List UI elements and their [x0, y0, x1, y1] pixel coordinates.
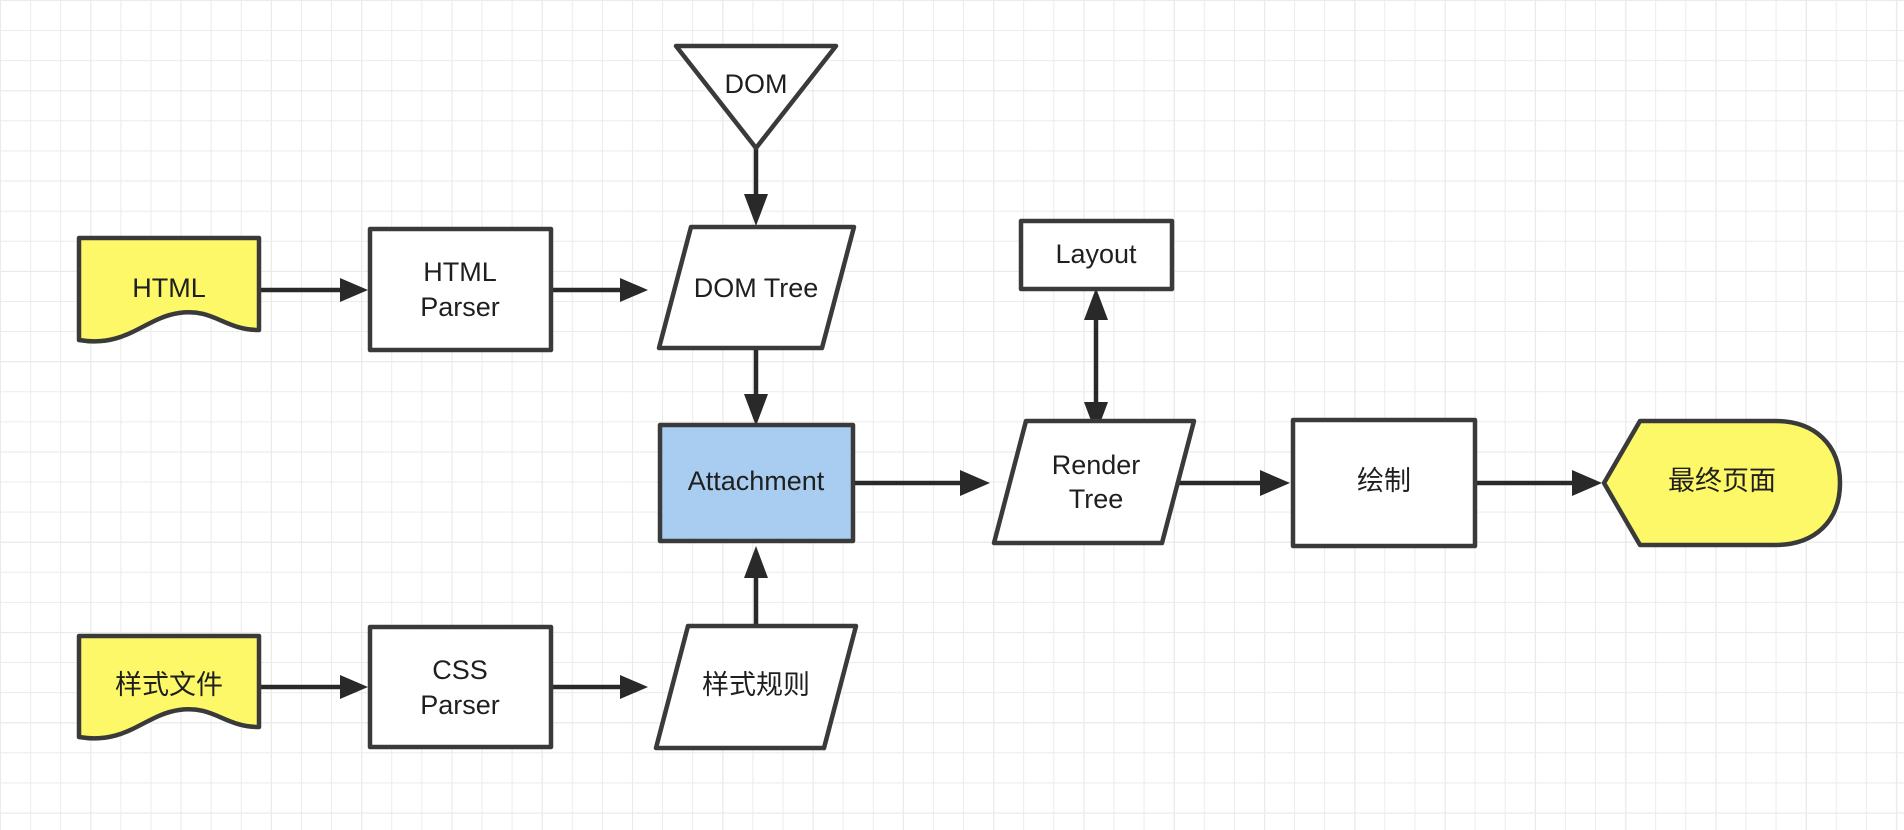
- node-paint-label: 绘制: [1357, 466, 1411, 496]
- edge-render-tree-to-paint: [1175, 470, 1290, 496]
- node-render-tree[interactable]: Render Tree: [991, 418, 1197, 546]
- node-final-page-label: 最终页面: [1668, 466, 1776, 496]
- node-css-parser-label-line2: Parser: [420, 690, 500, 720]
- node-paint[interactable]: 绘制: [1290, 417, 1478, 549]
- node-css-parser[interactable]: CSS Parser: [367, 624, 554, 750]
- edge-layer: [259, 148, 1602, 699]
- edge-dom-to-dom-tree: [744, 148, 768, 226]
- node-dom-label: DOM: [725, 69, 788, 99]
- edge-html-parser-to-dom-tree: [551, 278, 648, 302]
- edge-css-parser-to-style-rules: [551, 675, 648, 699]
- edge-paint-to-final-page: [1475, 470, 1602, 496]
- node-dom[interactable]: DOM: [673, 43, 839, 151]
- edge-html-to-html-parser: [259, 278, 368, 302]
- edge-render-tree-to-layout: [1084, 288, 1108, 434]
- node-final-page[interactable]: 最终页面: [1601, 418, 1843, 548]
- node-dom-tree[interactable]: DOM Tree: [656, 224, 857, 351]
- node-style-rules-label: 样式规则: [702, 670, 810, 700]
- node-attachment-label: Attachment: [688, 466, 825, 496]
- node-render-tree-label-line2: Tree: [1069, 484, 1124, 514]
- node-style-file-label: 样式文件: [115, 670, 223, 700]
- node-css-parser-label-line1: CSS: [432, 655, 488, 685]
- node-html-parser-label-line1: HTML: [423, 257, 497, 287]
- node-html-parser[interactable]: HTML Parser: [367, 226, 554, 353]
- node-html-label: HTML: [132, 273, 206, 303]
- node-attachment[interactable]: Attachment: [657, 422, 856, 544]
- node-html-parser-label-line2: Parser: [420, 292, 500, 322]
- node-render-tree-label-line1: Render: [1052, 450, 1141, 480]
- edge-dom-tree-to-attachment: [744, 348, 768, 426]
- node-style-file[interactable]: 样式文件: [76, 633, 262, 741]
- node-style-rules[interactable]: 样式规则: [653, 623, 859, 751]
- edge-style-file-to-css-parser: [259, 675, 368, 699]
- node-layout[interactable]: Layout: [1018, 218, 1175, 292]
- node-html[interactable]: HTML: [76, 235, 262, 344]
- node-layout-label: Layout: [1055, 239, 1137, 269]
- edge-attachment-to-render-tree: [853, 470, 990, 496]
- node-dom-tree-label: DOM Tree: [694, 273, 819, 303]
- node-layer: DOM HTML HTML Parser DOM Tree Attach: [76, 43, 1843, 751]
- edge-style-rules-to-attachment: [744, 546, 768, 626]
